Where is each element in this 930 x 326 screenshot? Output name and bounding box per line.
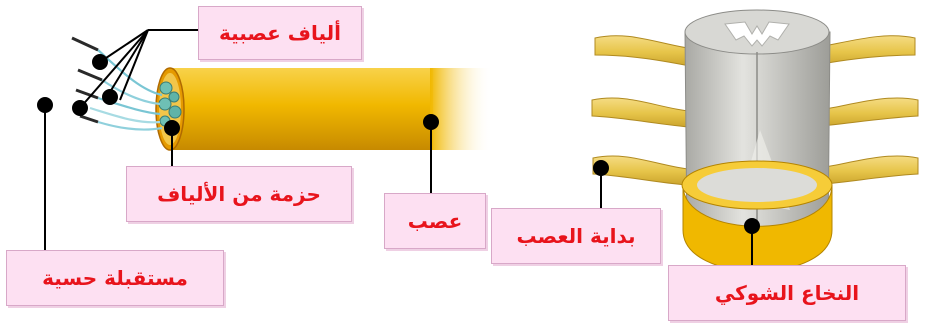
label-sensory-receptor: مستقبلة حسية — [6, 250, 224, 306]
label-spinal-cord: النخاع الشوكي — [668, 265, 906, 321]
label-fiber-bundle: حزمة من الألياف — [126, 166, 352, 222]
pointer-nerve-start — [593, 160, 609, 208]
label-nerve-fibers: ألياف عصبية — [198, 6, 362, 60]
label-nerve-start: بداية العصب — [491, 208, 661, 264]
pointer-spinal-cord — [744, 218, 760, 265]
pointer-sensory-receptor — [37, 97, 53, 250]
pointer-fiber-bundle — [164, 120, 180, 168]
label-nerve: عصب — [384, 193, 486, 249]
nerve-cylinder — [155, 67, 492, 151]
pointer-nerve — [423, 114, 439, 195]
pointer-nerve-fibers — [72, 29, 198, 116]
